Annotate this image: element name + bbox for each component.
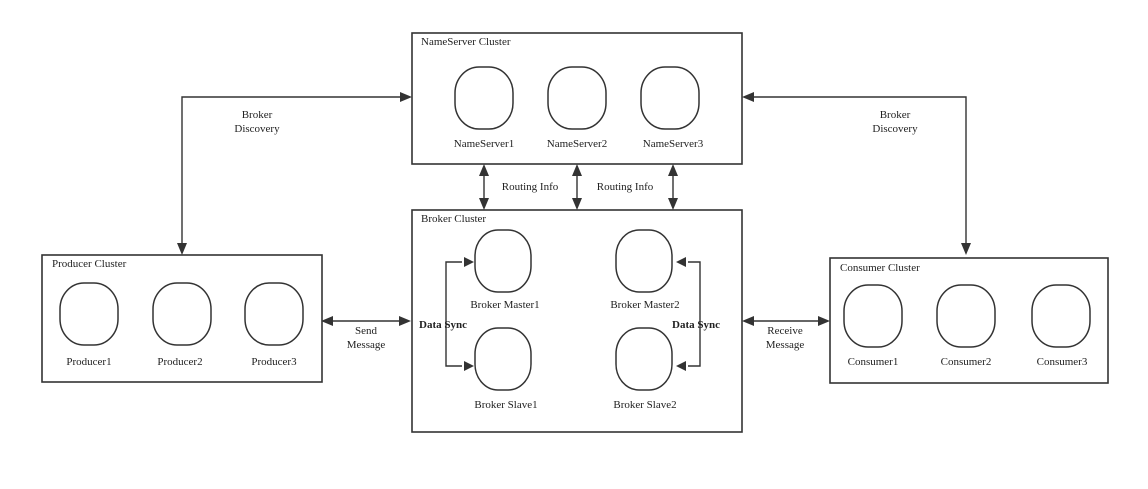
send-message-label-line1: Send: [355, 325, 378, 337]
data-sync-right-bracket: [688, 261, 701, 367]
send-message-arrowhead-right: [399, 316, 411, 326]
broker-discovery-right-label-line2: Discovery: [872, 123, 918, 135]
nameserver-node-3: [640, 66, 700, 130]
broker-discovery-right-arrowhead-down: [961, 243, 971, 255]
consumer-node-2: [936, 284, 996, 348]
broker-slave-2-label: Broker Slave2: [613, 399, 676, 411]
consumer-label-1: Consumer1: [848, 356, 899, 368]
receive-message-arrowhead-right: [818, 316, 830, 326]
data-sync-right-label: Data Sync: [672, 319, 720, 331]
data-sync-left-label: Data Sync: [419, 319, 467, 331]
data-sync-right-arrowhead-bottom: [676, 361, 686, 371]
producer-node-1: [59, 282, 119, 346]
routing-arrow-2-head-up: [572, 164, 582, 176]
broker-discovery-left-label-line1: Broker: [242, 109, 273, 121]
broker-master-2-label: Broker Master2: [610, 299, 679, 311]
consumer-node-3: [1031, 284, 1091, 348]
consumer-cluster: Consumer Cluster Consumer1 Consumer2 Con…: [829, 257, 1109, 384]
nameserver-cluster-title: NameServer Cluster: [421, 36, 511, 48]
edge-labels: Broker Discovery Broker Discovery Routin…: [234, 109, 918, 351]
broker-discovery-left-arrowhead-down: [177, 243, 187, 255]
receive-message-arrowhead-left: [742, 316, 754, 326]
broker-discovery-left-label-line2: Discovery: [234, 123, 280, 135]
broker-master-2-node: [615, 229, 673, 293]
routing-arrow-3-head-up: [668, 164, 678, 176]
consumer-node-1: [843, 284, 903, 348]
broker-discovery-right-label-line1: Broker: [880, 109, 911, 121]
producer-cluster-title: Producer Cluster: [52, 258, 127, 270]
broker-slave-1-node: [474, 327, 532, 391]
broker-slave-1-label: Broker Slave1: [474, 399, 537, 411]
broker-master-1-node: [474, 229, 532, 293]
routing-arrow-3-head-down: [668, 198, 678, 210]
routing-arrow-1-head-up: [479, 164, 489, 176]
broker-cluster-box: [411, 209, 743, 433]
routing-arrow-1-head-down: [479, 198, 489, 210]
broker-cluster-title: Broker Cluster: [421, 213, 486, 225]
consumer-label-3: Consumer3: [1037, 356, 1088, 368]
broker-cluster: Broker Cluster Broker Master1 Broker Mas…: [411, 209, 743, 433]
nameserver-label-2: NameServer2: [547, 138, 607, 150]
data-sync-left-arrowhead-top: [464, 257, 474, 267]
receive-message-label-line2: Message: [766, 339, 805, 351]
data-sync-right-arrowhead-top: [676, 257, 686, 267]
nameserver-label-3: NameServer3: [643, 138, 704, 150]
broker-discovery-right-line: [752, 96, 967, 252]
producer-cluster: Producer Cluster Producer1 Producer2 Pro…: [41, 254, 323, 383]
nameserver-node-1: [454, 66, 514, 130]
broker-master-1-label: Broker Master1: [470, 299, 539, 311]
producer-label-2: Producer2: [157, 356, 202, 368]
consumer-label-2: Consumer2: [941, 356, 992, 368]
receive-message-label-line1: Receive: [767, 325, 803, 337]
producer-node-3: [244, 282, 304, 346]
nameserver-cluster: NameServer Cluster NameServer1 NameServe…: [411, 32, 743, 165]
nameserver-node-2: [547, 66, 607, 130]
broker-discovery-right-arrowhead-left: [742, 92, 754, 102]
routing-info-right-label: Routing Info: [597, 181, 654, 193]
data-sync-left-bracket: [445, 261, 462, 367]
data-sync-left-arrowhead-bottom: [464, 361, 474, 371]
broker-slave-2-node: [615, 327, 673, 391]
nameserver-label-1: NameServer1: [454, 138, 514, 150]
send-message-label-line2: Message: [347, 339, 386, 351]
routing-arrow-2-head-down: [572, 198, 582, 210]
producer-node-2: [152, 282, 212, 346]
producer-label-3: Producer3: [251, 356, 297, 368]
producer-label-1: Producer1: [66, 356, 111, 368]
send-message-arrowhead-left: [321, 316, 333, 326]
connectors: [177, 92, 971, 326]
consumer-cluster-title: Consumer Cluster: [840, 262, 920, 274]
routing-info-left-label: Routing Info: [502, 181, 559, 193]
broker-discovery-left-arrowhead-right: [400, 92, 412, 102]
broker-discovery-left-line: [181, 96, 403, 252]
